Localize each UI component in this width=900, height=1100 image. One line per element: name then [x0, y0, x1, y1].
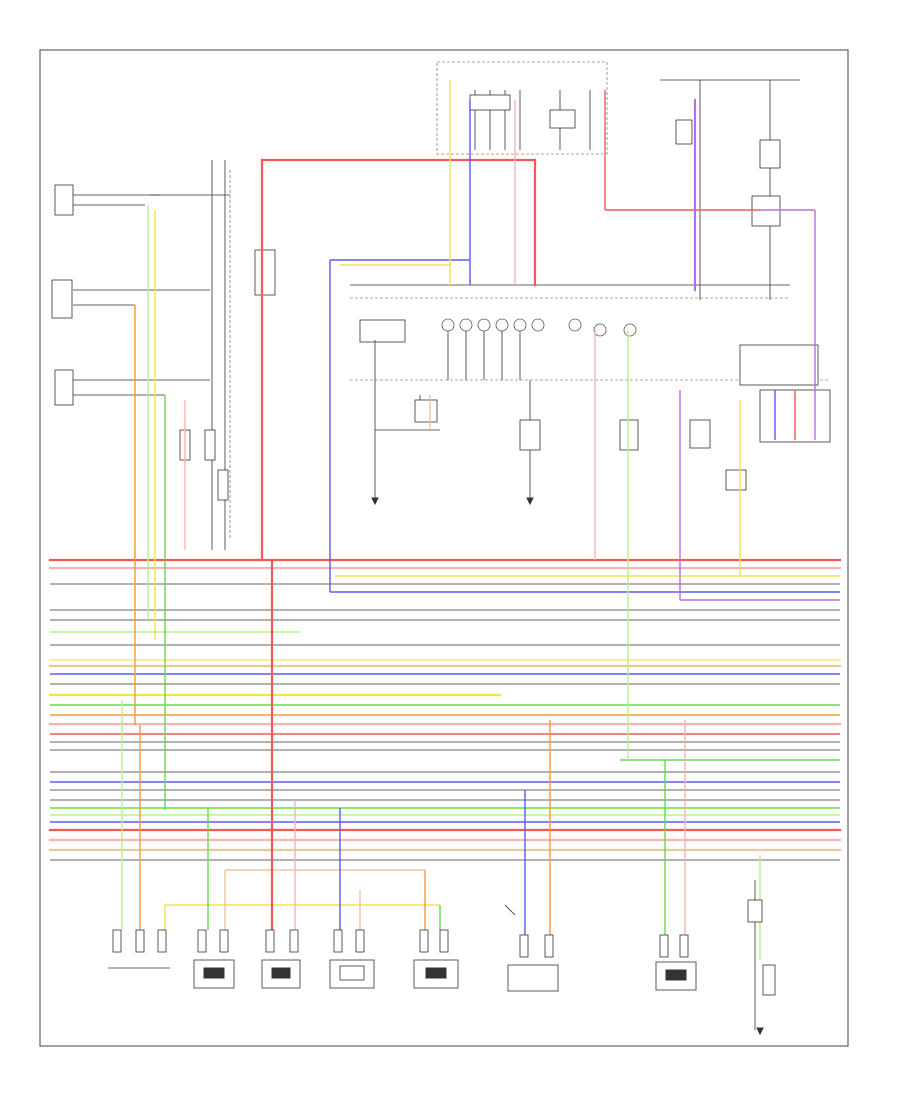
- top-relay-section: [436, 61, 608, 155]
- diagram-frame: [39, 49, 849, 1047]
- sensor-connector-3: [54, 369, 74, 406]
- sensor-connector-1: [54, 184, 74, 216]
- left-sensors: [51, 184, 230, 406]
- colored-wires: [48, 80, 842, 960]
- bottom-component-3: [261, 929, 301, 989]
- bottom-component-4: [329, 929, 375, 989]
- bottom-component-6: [504, 904, 559, 992]
- left-harness: [179, 160, 276, 550]
- bottom-component-7: [655, 934, 697, 991]
- bottom-right-relay: [747, 880, 776, 1036]
- top-right-relay-section: [660, 79, 800, 300]
- sensor-connector-2: [51, 279, 73, 319]
- bottom-component-2: [193, 929, 235, 989]
- mid-circuits: [371, 340, 747, 506]
- bottom-components: [108, 880, 776, 1036]
- bottom-sensor-1: [108, 929, 170, 969]
- bottom-component-5: [413, 929, 459, 989]
